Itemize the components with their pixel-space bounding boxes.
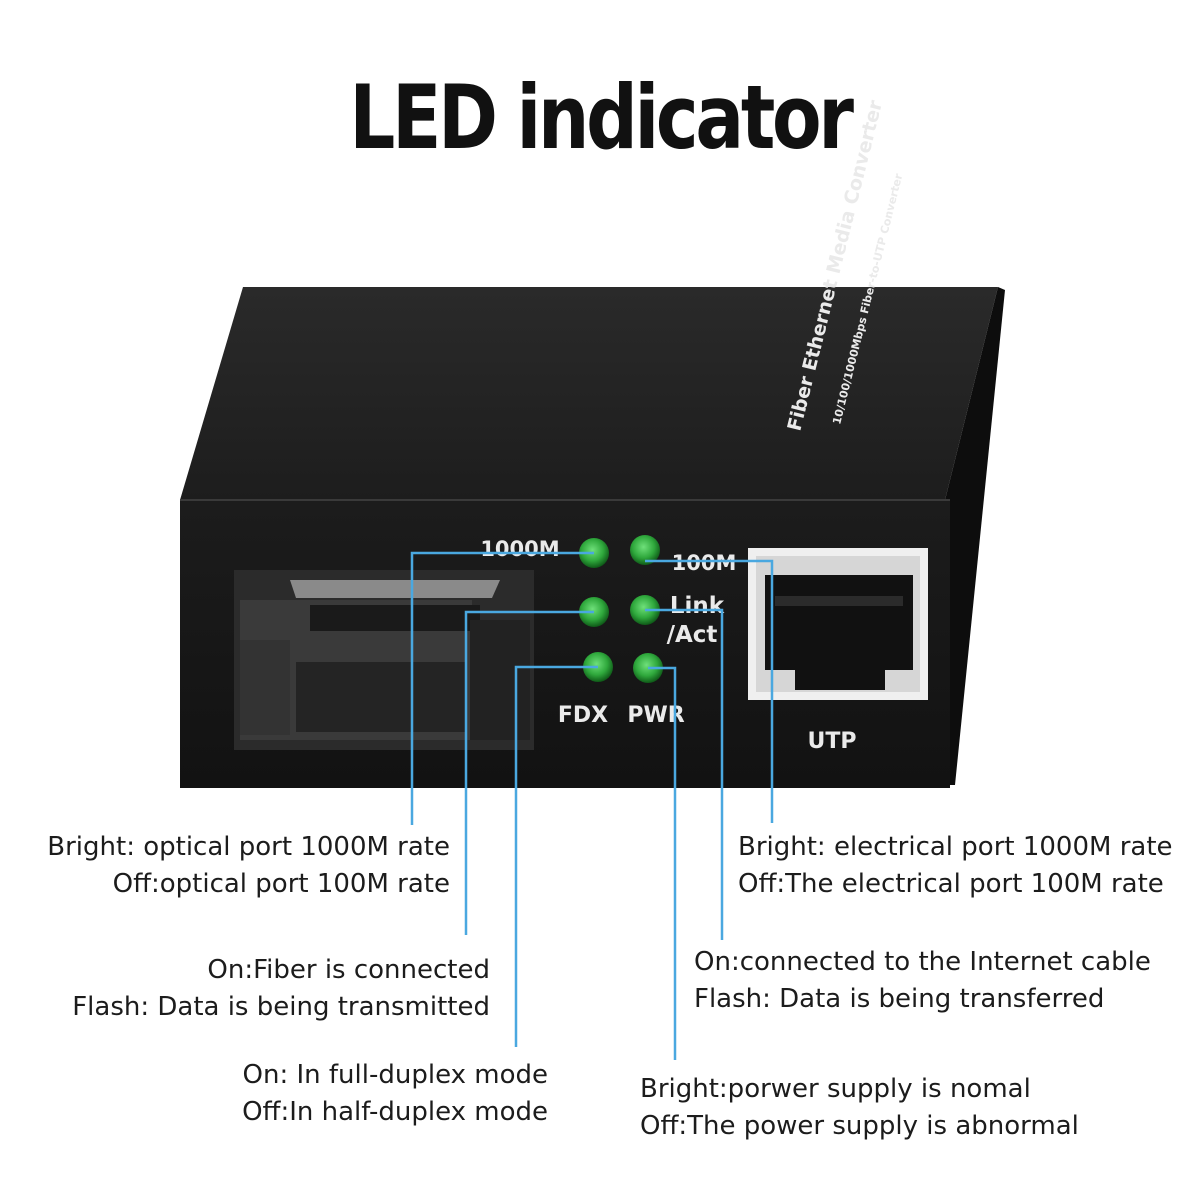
leader-lines — [410, 551, 774, 1060]
callout-utp-link: On:connected to the Internet cable Flash… — [694, 944, 1151, 1018]
callout-optical-rate-line1: Bright: optical port 1000M rate — [47, 832, 450, 862]
leader-electrical-rate — [645, 559, 774, 823]
callout-fdx-line1: On: In full-duplex mode — [242, 1060, 548, 1090]
led-label-100m: 100M — [672, 551, 737, 575]
fiber-sc-port — [234, 570, 534, 750]
callout-power: Bright:porwer supply is nomal Off:The po… — [640, 1071, 1079, 1145]
callout-power-line1: Bright:porwer supply is nomal — [640, 1074, 1031, 1104]
device-side-face — [945, 287, 1005, 785]
led-100m — [630, 535, 660, 565]
callout-electrical-rate-line2: Off:The electrical port 100M rate — [738, 869, 1164, 899]
led-label-act: /Act — [667, 622, 718, 648]
callout-fdx: On: In full-duplex mode Off:In half-dupl… — [242, 1057, 548, 1131]
callout-utp-link-line1: On:connected to the Internet cable — [694, 947, 1151, 977]
callout-power-line2: Off:The power supply is abnormal — [640, 1111, 1079, 1141]
leader-optical-rate — [410, 551, 594, 825]
page-title: LED indicator — [349, 66, 854, 169]
led-label-link: Link — [670, 593, 725, 619]
led-label-fdx: FDX — [558, 703, 608, 728]
utp-rj45-port — [748, 548, 928, 700]
callout-electrical-rate: Bright: electrical port 1000M rate Off:T… — [738, 829, 1173, 903]
callout-fdx-line2: Off:In half-duplex mode — [242, 1097, 548, 1127]
leader-fiber-link — [464, 610, 594, 935]
callout-utp-link-line2: Flash: Data is being transferred — [694, 984, 1105, 1014]
device-top-face — [180, 287, 998, 500]
callout-fiber-link: On:Fiber is connected Flash: Data is bei… — [72, 952, 490, 1026]
callout-optical-rate: Bright: optical port 1000M rate Off:opti… — [47, 829, 450, 903]
leader-utp-link — [645, 608, 724, 940]
utp-label: UTP — [808, 729, 857, 754]
led-label-1000m: 1000M — [480, 537, 559, 561]
callout-optical-rate-line2: Off:optical port 100M rate — [112, 869, 450, 899]
leader-fdx — [514, 665, 598, 1047]
callout-fiber-link-line1: On:Fiber is connected — [207, 955, 490, 985]
callout-fiber-link-line2: Flash: Data is being transmitted — [72, 992, 490, 1022]
callout-electrical-rate-line1: Bright: electrical port 1000M rate — [738, 832, 1173, 862]
leader-power — [648, 666, 677, 1060]
